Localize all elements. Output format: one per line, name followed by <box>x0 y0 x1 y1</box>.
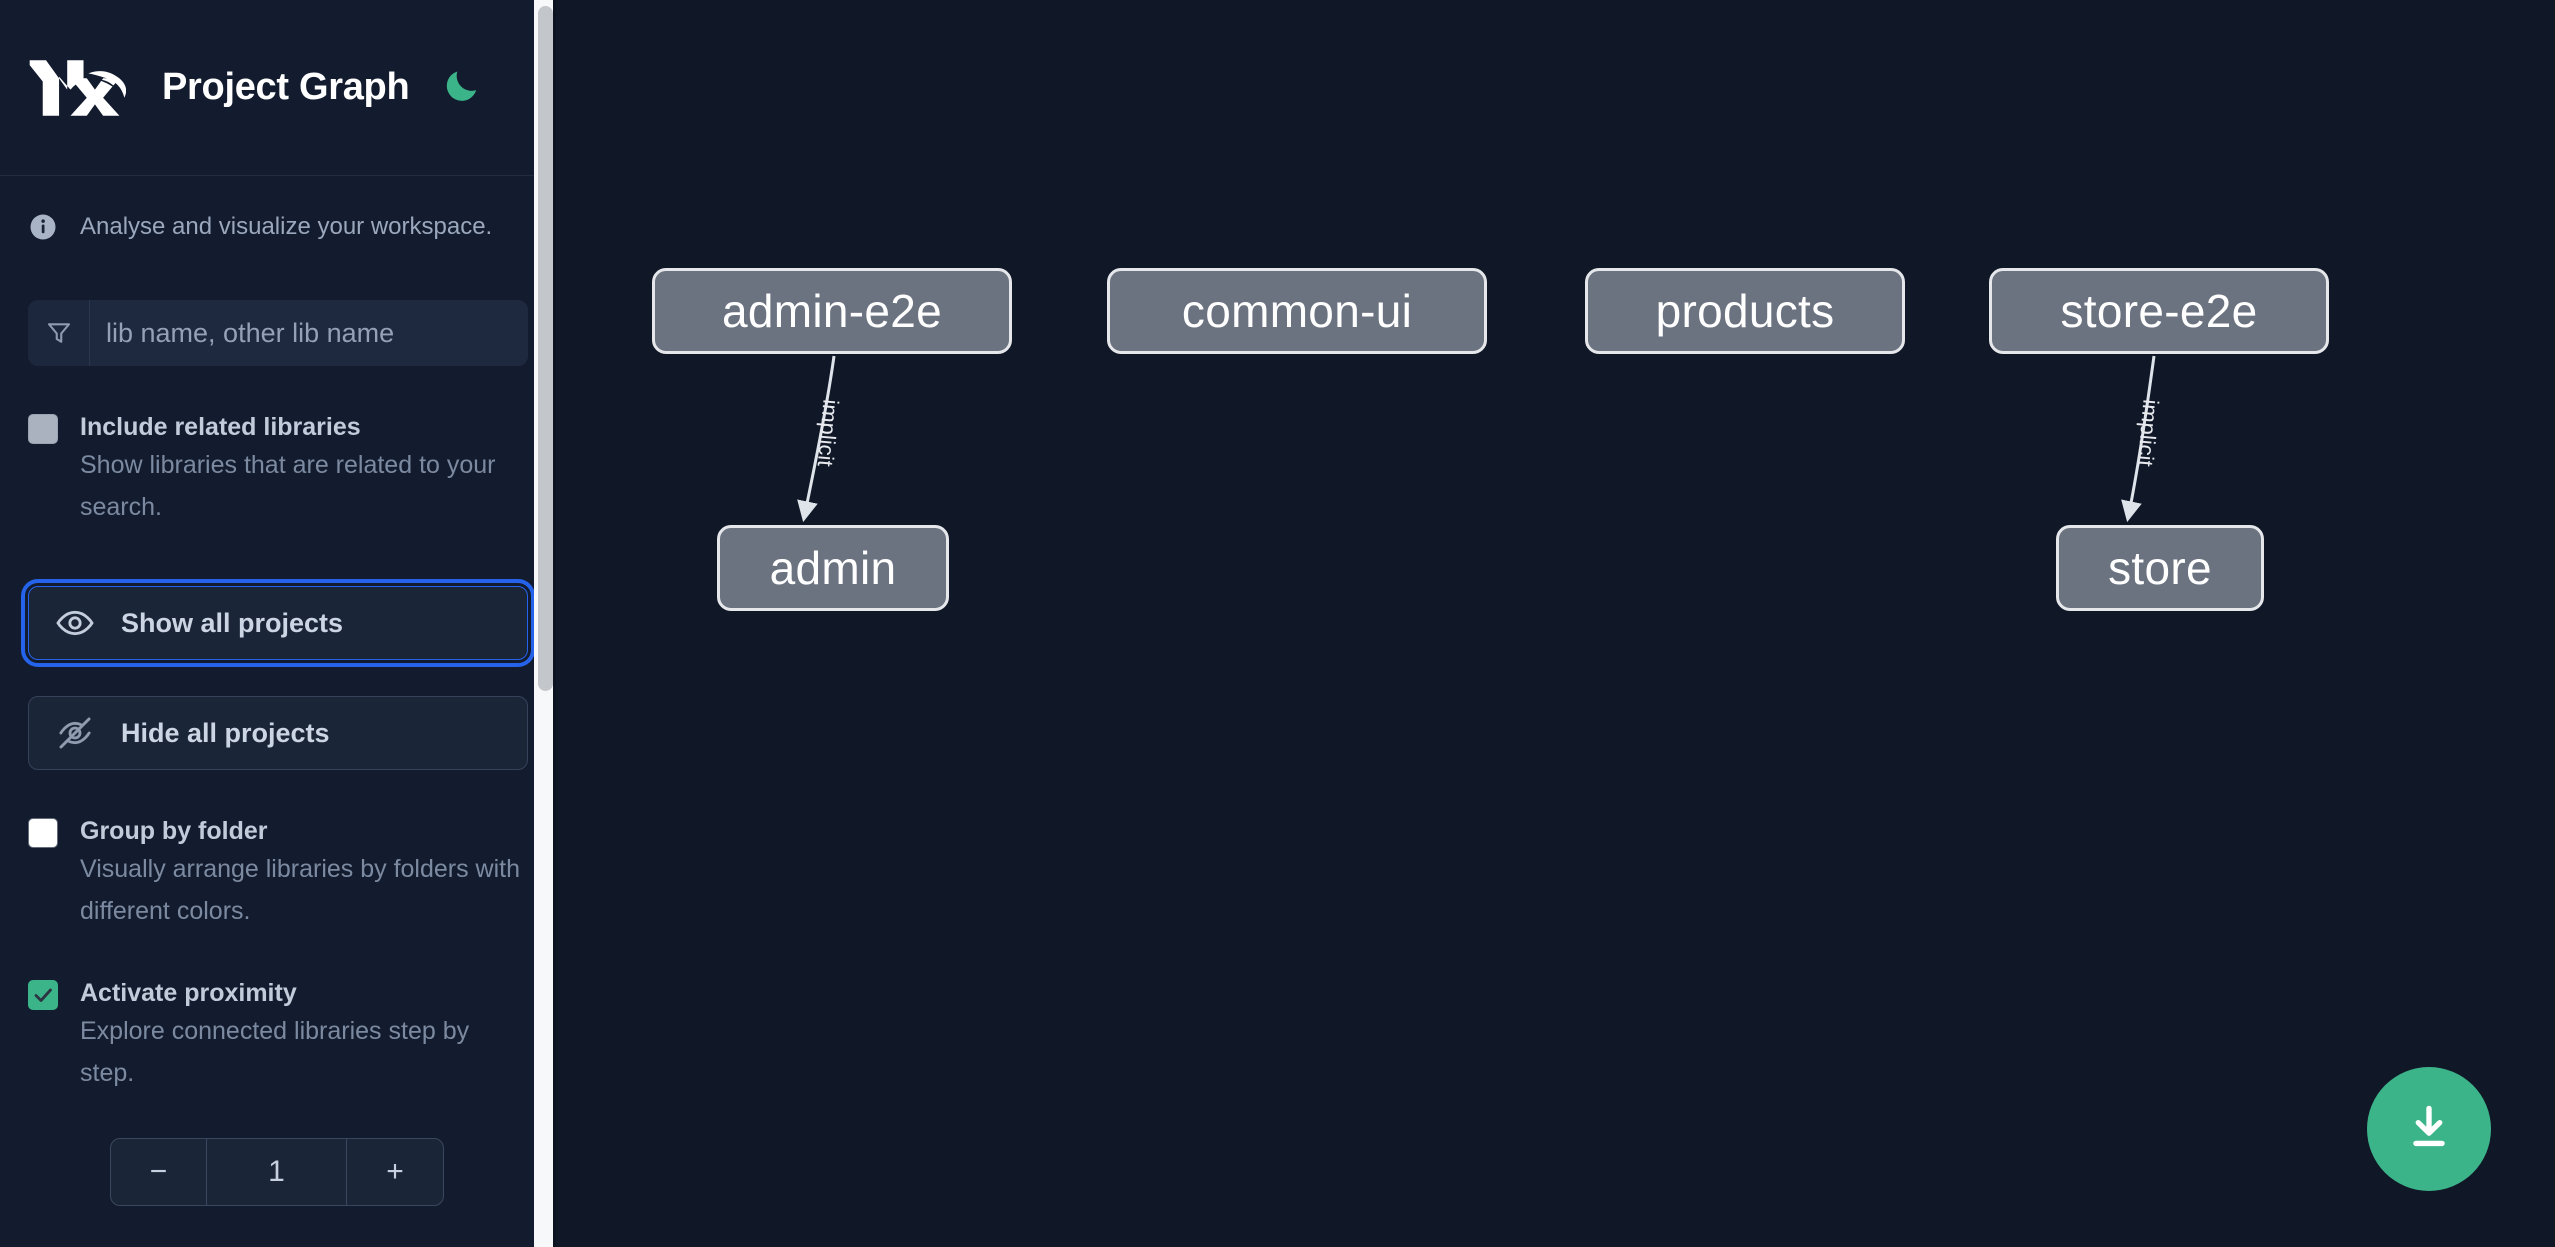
info-icon <box>28 212 58 242</box>
option-description: Show libraries that are related to your … <box>80 451 496 521</box>
graph-node-common-ui[interactable]: common-ui <box>1107 268 1487 354</box>
show-all-projects-label: Show all projects <box>121 607 344 638</box>
sidebar-divider <box>553 0 556 1247</box>
option-group-by-folder[interactable]: Group by folder Visually arrange librari… <box>0 814 556 932</box>
tagline: Analyse and visualize your workspace. <box>0 176 556 242</box>
include-related-libraries-checkbox[interactable] <box>28 414 58 444</box>
filter-icon <box>28 300 90 366</box>
graph-node-admin[interactable]: admin <box>717 525 949 611</box>
graph-node-admin-e2e[interactable]: admin-e2e <box>652 268 1012 354</box>
node-label: store-e2e <box>2060 285 2258 337</box>
option-title: Activate proximity <box>80 979 297 1007</box>
sidebar-scrollbar-thumb[interactable] <box>538 6 553 691</box>
option-title: Include related libraries <box>80 413 361 441</box>
edge-label-admin-implicit: implicit <box>812 398 844 468</box>
activate-proximity-checkbox[interactable] <box>28 980 58 1010</box>
graph-canvas[interactable]: admin-e2e common-ui products store-e2e a… <box>556 0 2555 1247</box>
node-label: admin-e2e <box>721 285 943 337</box>
option-activate-proximity[interactable]: Activate proximity Explore connected lib… <box>0 976 556 1094</box>
search-input[interactable] <box>90 300 528 366</box>
node-label: store <box>2108 542 2212 594</box>
hide-all-projects-button[interactable]: Hide all projects <box>28 696 528 770</box>
search-bar[interactable] <box>28 300 528 366</box>
sidebar-scrollbar[interactable] <box>534 0 556 1247</box>
node-label: admin <box>769 542 897 594</box>
download-icon <box>2401 1100 2457 1159</box>
graph-edges <box>797 355 2156 523</box>
theme-toggle-button[interactable] <box>439 65 485 111</box>
option-include-related-libraries[interactable]: Include related libraries Show libraries… <box>0 410 556 528</box>
option-description: Visually arrange libraries by folders wi… <box>80 855 521 925</box>
edge-label-store-implicit: implicit <box>2132 398 2164 468</box>
stepper-decrement-button[interactable]: − <box>111 1139 207 1205</box>
proximity-stepper[interactable]: − 1 + <box>110 1138 444 1206</box>
stepper-increment-button[interactable]: + <box>386 1155 404 1188</box>
group-by-folder-checkbox[interactable] <box>28 818 58 848</box>
option-title: Group by folder <box>80 817 268 845</box>
graph-node-store[interactable]: store <box>2056 525 2264 611</box>
node-label: common-ui <box>1181 285 1413 337</box>
eye-icon <box>55 603 95 643</box>
graph-node-products[interactable]: products <box>1585 268 1905 354</box>
tagline-text: Analyse and visualize your workspace. <box>80 213 493 240</box>
eye-slash-icon <box>55 713 95 753</box>
checkmark-icon <box>34 988 52 1002</box>
node-label: products <box>1655 285 1835 337</box>
stepper-value: 1 <box>207 1139 347 1205</box>
hide-all-projects-label: Hide all projects <box>121 717 330 748</box>
moon-icon <box>442 66 482 109</box>
sidebar-header: Project Graph <box>0 0 556 176</box>
show-all-projects-button[interactable]: Show all projects <box>21 579 535 667</box>
download-graph-button[interactable] <box>2367 1067 2491 1191</box>
graph-node-store-e2e[interactable]: store-e2e <box>1989 268 2329 354</box>
option-description: Explore connected libraries step by step… <box>80 1017 470 1087</box>
sidebar: Project Graph <box>0 0 556 1247</box>
nx-logo <box>28 57 127 119</box>
app-title: Project Graph <box>162 66 410 108</box>
